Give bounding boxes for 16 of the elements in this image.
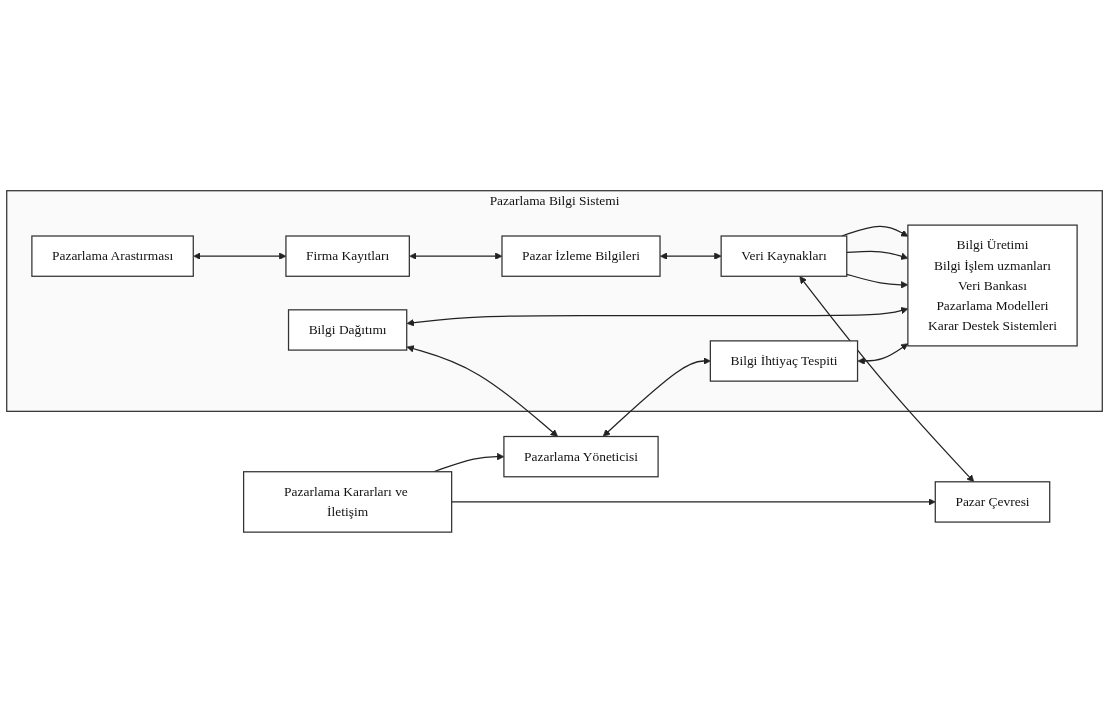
node-box: Veri Kaynakları — [720, 235, 848, 277]
arrow — [857, 343, 909, 365]
node-box: Pazarlama Yöneticisi — [503, 435, 659, 478]
node-box: Bilgi Üretimi Bilgi İşlem uzmanları Veri Bankası Pazarlama Modelleri Karar Destek Sistemleri — [907, 224, 1078, 347]
arrow — [660, 252, 722, 260]
arrow — [406, 345, 558, 437]
node-box: Bilgi Dağıtımı — [287, 309, 408, 351]
node-box: Pazarlama Arastırması — [31, 235, 194, 277]
arrow — [799, 276, 975, 483]
node-box: Pazar Çevresi — [934, 481, 1051, 523]
node-box: Pazarlama Kararları ve İletişim — [243, 471, 453, 533]
node-box: Firma Kayıtları — [285, 235, 410, 277]
node-box: Bilgi İhtiyaç Tespiti — [709, 340, 859, 382]
arrow — [602, 357, 711, 437]
arrow — [451, 498, 936, 506]
node-box: Pazar İzleme Bilgileri — [501, 235, 661, 277]
